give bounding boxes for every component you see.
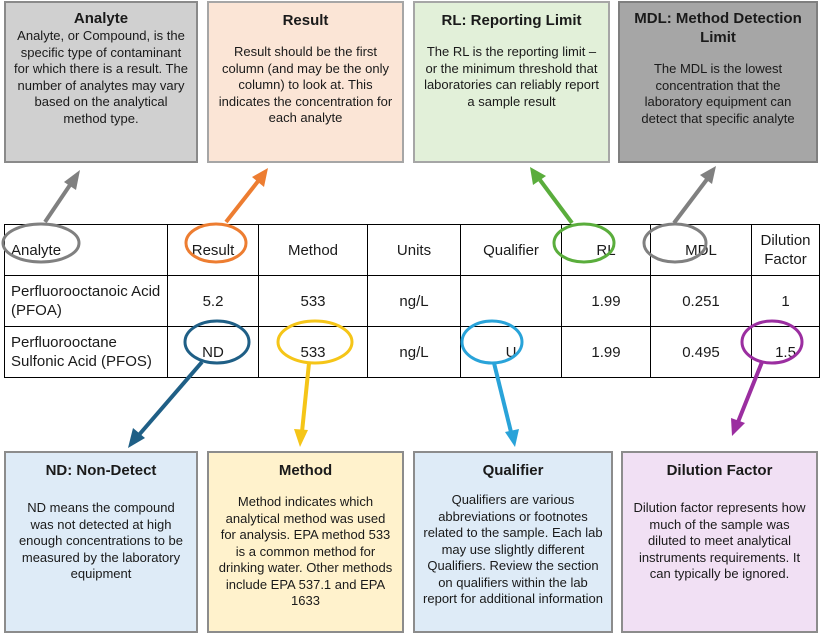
analyte-callout-title: Analyte [73, 10, 129, 27]
analyte-highlight-ellipse [1, 222, 81, 264]
cell-method: 533 [258, 275, 368, 327]
dilution-callout-body: Dilution factor represents how much of t… [633, 500, 806, 581]
cell-units: ng/L [367, 275, 461, 327]
cell-dilution-factor: 1.5 [751, 326, 820, 378]
header-analyte: Analyte [4, 224, 168, 276]
cell-dilution-factor: 1 [751, 275, 820, 327]
cell-qualifier: U [460, 326, 562, 378]
qualifier-arrow [492, 362, 513, 433]
analyte-callout-body: Analyte, or Compound, is the specific ty… [14, 28, 188, 126]
method-callout: Method Method indicates which analytical… [207, 451, 404, 633]
nd-highlight-ellipse [183, 319, 251, 365]
result-callout-body: Result should be the first column (and m… [218, 44, 393, 125]
nd-callout-title: ND: Non-Detect [45, 462, 157, 479]
cell-qualifier [460, 275, 562, 327]
method-arrowhead [294, 429, 308, 447]
rl-callout: RL: Reporting Limit The RL is the report… [413, 1, 610, 163]
qualifier-highlight-ellipse [460, 319, 524, 365]
header-dilution-factor: Dilution Factor [751, 224, 820, 276]
nd-callout-body: ND means the compound was not detected a… [18, 500, 184, 581]
cell-result: 5.2 [167, 275, 259, 327]
nd-callout: ND: Non-Detect ND means the compound was… [4, 451, 198, 633]
rl-arrowhead [530, 167, 546, 185]
result-arrowhead [252, 168, 268, 187]
header-units: Units [367, 224, 461, 276]
cell-analyte: Perfluorooctanoic Acid (PFOA) [4, 275, 168, 327]
qualifier-callout-title: Qualifier [482, 462, 544, 479]
dilution-arrow [736, 361, 764, 423]
qualifier-arrowhead [505, 429, 519, 447]
result-highlight-ellipse [184, 222, 248, 264]
result-callout: Result Result should be the first column… [207, 1, 404, 163]
method-callout-title: Method [278, 462, 333, 479]
analyte-arrowhead [64, 170, 80, 190]
header-qualifier: Qualifier [460, 224, 562, 276]
dilution-callout-title: Dilution Factor [666, 462, 773, 479]
analyte-arrow [43, 180, 74, 224]
result-arrow [224, 178, 261, 224]
nd-arrow [136, 360, 204, 438]
cell-mdl: 0.495 [650, 326, 752, 378]
rl-highlight-ellipse [552, 222, 616, 264]
cell-units: ng/L [367, 326, 461, 378]
mdl-highlight-ellipse [642, 222, 708, 264]
rl-callout-body: The RL is the reporting limit – or the m… [424, 44, 599, 109]
mdl-arrowhead [700, 166, 716, 184]
rl-arrow [538, 178, 574, 225]
mdl-callout: MDL: Method Detection Limit The MDL is t… [618, 1, 818, 163]
mdl-callout-body: The MDL is the lowest concentration that… [641, 61, 795, 126]
mdl-callout-title: MDL: Method Detection Limit [634, 10, 802, 46]
method-highlight-ellipse [276, 319, 354, 365]
cell-rl: 1.99 [561, 326, 651, 378]
rl-callout-title: RL: Reporting Limit [441, 12, 582, 29]
cell-analyte: Perfluorooctane Sulfonic Acid (PFOS) [4, 326, 168, 378]
header-rl: RL [561, 224, 651, 276]
qualifier-callout-body: Qualifiers are various abbreviations or … [423, 492, 603, 606]
nd-arrowhead [128, 428, 145, 448]
dilution-callout: Dilution Factor Dilution factor represen… [621, 451, 818, 633]
analyte-callout: Analyte Analyte, or Compound, is the spe… [4, 1, 198, 163]
method-arrow [300, 362, 311, 433]
results-table: Analyte Result Method Units Qualifier RL… [4, 224, 820, 378]
dilution-arrowhead [731, 418, 745, 436]
method-callout-body: Method indicates which analytical method… [218, 494, 393, 608]
qualifier-callout: Qualifier Qualifiers are various abbrevi… [413, 451, 613, 633]
result-callout-title: Result [282, 12, 329, 29]
mdl-arrow [672, 176, 710, 225]
dilution-highlight-ellipse [740, 319, 804, 365]
table-header-row: Analyte Result Method Units Qualifier RL… [4, 224, 820, 276]
